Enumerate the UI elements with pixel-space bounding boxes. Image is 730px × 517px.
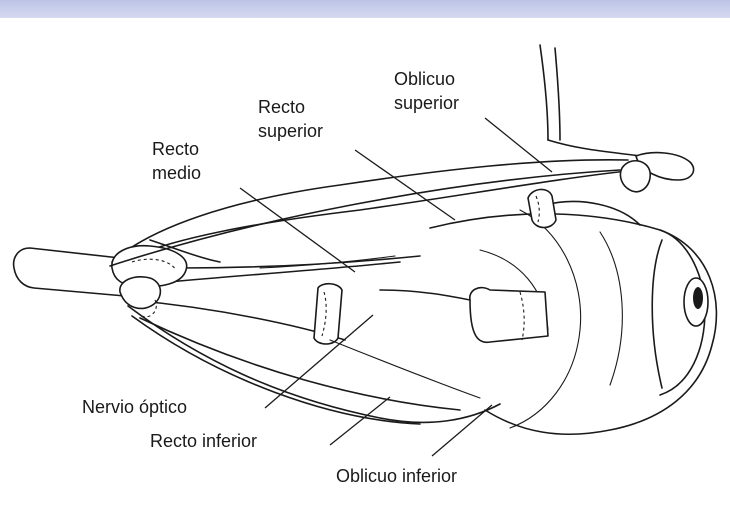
annulus-of-zinn: [112, 246, 187, 317]
superior-rectus-end: [528, 189, 556, 227]
label-recto-medio-line1: Recto: [152, 139, 199, 159]
muscle-cone: [112, 160, 636, 424]
label-recto-medio-line2: medio: [152, 163, 201, 183]
cut-muscle-block: [470, 288, 548, 343]
leader-recto-medio: [240, 188, 355, 272]
label-recto-superior-line2: superior: [258, 121, 323, 141]
optic-nerve-stalk: [14, 248, 125, 296]
leader-lines: [240, 118, 552, 456]
label-nervio-optico: Nervio óptico: [82, 397, 187, 417]
label-recto-inferior: Recto inferior: [150, 431, 257, 451]
label-oblicuo-superior-line1: Oblicuo: [394, 69, 455, 89]
label-oblicuo-inferior: Oblicuo inferior: [336, 466, 457, 486]
inferior-rectus: [140, 290, 480, 410]
label-recto-superior-line1: Recto: [258, 97, 305, 117]
leader-oblicuo-inferior: [432, 405, 492, 456]
leader-recto-superior: [355, 150, 455, 220]
label-oblicuo-superior-line2: superior: [394, 93, 459, 113]
cut-medial-rectus: [314, 284, 342, 344]
